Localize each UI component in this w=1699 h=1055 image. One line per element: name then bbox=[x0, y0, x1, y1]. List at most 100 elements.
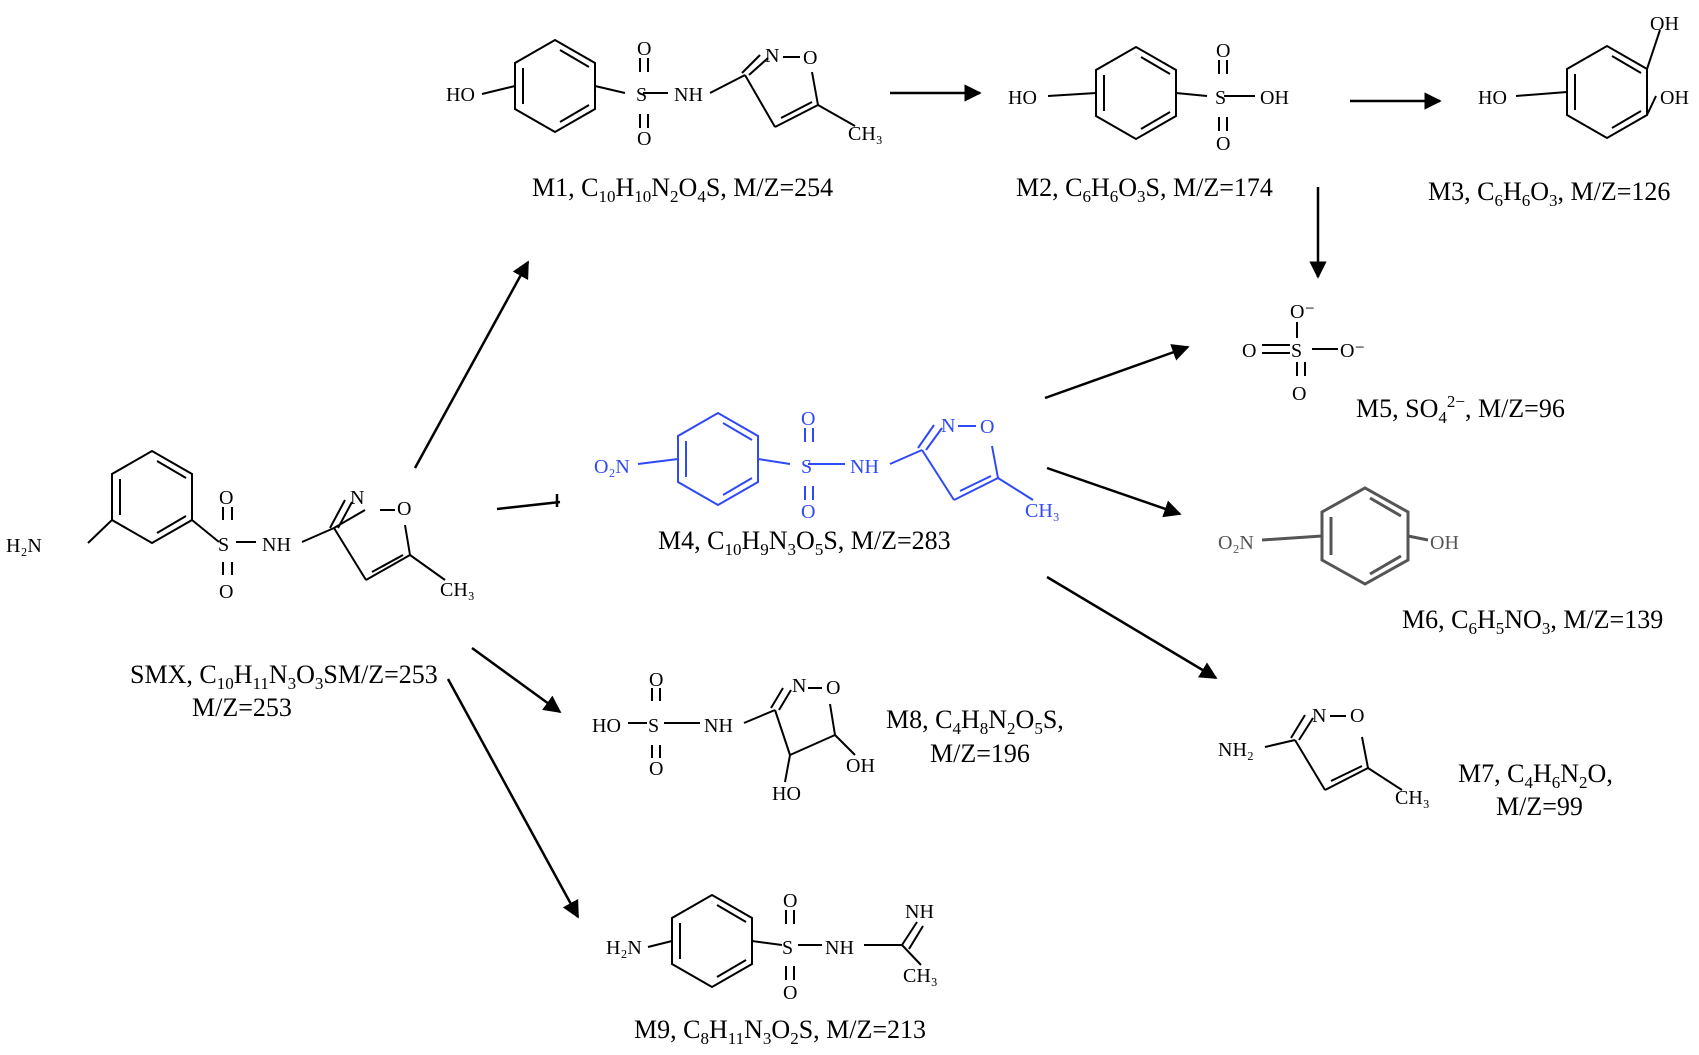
caption-m5-sub: 4 bbox=[1438, 408, 1447, 427]
formula-subscript: 3 bbox=[788, 540, 797, 559]
atom-o: O bbox=[1292, 383, 1306, 405]
structure-m6 bbox=[1261, 486, 1429, 586]
formula-subscript: 3 bbox=[288, 674, 297, 693]
formula-subscript: 10 bbox=[724, 540, 741, 559]
formula-element: S bbox=[1146, 173, 1160, 202]
formula-element: C bbox=[1477, 177, 1494, 206]
caption-smx-mz: M/Z=253 bbox=[338, 660, 438, 689]
atom-ho: HO bbox=[592, 715, 621, 737]
atom-oh: OH bbox=[1260, 87, 1289, 109]
caption-m8: M8, C4H8N2O5S, bbox=[886, 705, 1064, 738]
formula-element: H bbox=[615, 173, 634, 202]
formula-element: C bbox=[199, 660, 216, 689]
atom-o: O bbox=[219, 581, 233, 603]
caption-m5-sup: 2− bbox=[1447, 392, 1465, 411]
formula-element: N bbox=[988, 705, 1007, 734]
arrow-m4-to-m6 bbox=[1046, 466, 1182, 518]
formula-subscript: 3 bbox=[1542, 619, 1551, 638]
atom-s: S bbox=[1215, 87, 1226, 109]
caption-smx-name: SMX, bbox=[130, 660, 199, 689]
formula-element: H bbox=[1533, 759, 1552, 788]
atom-ho: HO bbox=[1008, 87, 1037, 109]
structure-m2 bbox=[1047, 45, 1255, 141]
formula-element: H bbox=[741, 526, 760, 555]
caption-m9-mz: , M/Z=213 bbox=[813, 1015, 926, 1044]
caption-m8-name: M8, bbox=[886, 705, 935, 734]
caption-m6: M6, C6H5NO3, M/Z=139 bbox=[1402, 605, 1663, 638]
formula-subscript: 5 bbox=[1496, 619, 1505, 638]
atoms-m1: HO S O O NH N O CH₃ bbox=[446, 38, 883, 150]
formula-element: N bbox=[651, 173, 670, 202]
formula-element: O bbox=[1523, 605, 1542, 634]
atoms-m5: O⁻ O S O⁻ O bbox=[1242, 301, 1365, 405]
atom-s: S bbox=[636, 84, 647, 106]
caption-m5: M5, SO42−, M/Z=96 bbox=[1356, 392, 1565, 427]
formula-element: C bbox=[1065, 173, 1082, 202]
atom-o: O bbox=[1242, 340, 1256, 362]
atom-o: O bbox=[783, 982, 797, 1004]
formula-element: C bbox=[581, 173, 598, 202]
atom-o: O bbox=[826, 677, 840, 699]
formula-subscript: 8 bbox=[700, 1029, 709, 1048]
arrow-smx-to-m1 bbox=[413, 260, 530, 469]
caption-m1-mz: , M/Z=254 bbox=[720, 173, 833, 202]
atom-o-minus: O⁻ bbox=[1340, 340, 1365, 362]
atom-nh: NH bbox=[262, 534, 291, 556]
formula-element: C bbox=[935, 705, 952, 734]
atom-o: O bbox=[1216, 40, 1230, 62]
formula-subscript: 6 bbox=[1110, 187, 1119, 206]
atom-s: S bbox=[782, 937, 793, 959]
formula-subscript: 3 bbox=[1137, 187, 1146, 206]
formula-element: N bbox=[1560, 759, 1579, 788]
caption-m5-mz: , M/Z=96 bbox=[1465, 394, 1565, 423]
arrow-m4-to-m5 bbox=[1044, 344, 1190, 400]
formula-subscript: 6 bbox=[1468, 619, 1477, 638]
atom-n: N bbox=[765, 45, 779, 67]
atom-s: S bbox=[1291, 340, 1302, 362]
caption-m6-mz: , M/Z=139 bbox=[1550, 605, 1663, 634]
atom-o: O bbox=[649, 669, 663, 691]
atom-nh: NH bbox=[850, 456, 879, 478]
formula-subscript: 4 bbox=[697, 187, 706, 206]
formula-element: O bbox=[796, 526, 815, 555]
caption-smx: SMX, C10H11N3O3SM/Z=253 bbox=[130, 660, 438, 693]
caption-m4-name: M4, bbox=[658, 526, 707, 555]
caption-m7: M7, C4H6N2O, bbox=[1458, 759, 1613, 792]
atom-ch3: CH₃ bbox=[848, 123, 883, 145]
formula-subscript: 6 bbox=[1522, 191, 1531, 210]
atoms-m6: O₂N OH bbox=[1218, 532, 1459, 554]
atom-o: O bbox=[980, 416, 994, 438]
structure-smx bbox=[87, 449, 446, 581]
atom-ch3: CH₃ bbox=[903, 965, 938, 987]
atom-n: N bbox=[792, 675, 806, 697]
atom-oh: OH bbox=[1650, 13, 1679, 35]
caption-m3: M3, C6H6O3, M/Z=126 bbox=[1428, 177, 1670, 210]
formula-subscript: 11 bbox=[728, 1029, 744, 1048]
formula-subscript: 4 bbox=[952, 719, 961, 738]
caption-m7-mz: M/Z=99 bbox=[1496, 792, 1583, 821]
formula-element: O bbox=[1016, 705, 1035, 734]
caption-m2: M2, C6H6O3S, M/Z=174 bbox=[1016, 173, 1273, 206]
formula-element: H bbox=[1091, 173, 1110, 202]
caption-m2-name: M2, bbox=[1016, 173, 1065, 202]
formula-element: H bbox=[1503, 177, 1522, 206]
atom-o: O bbox=[1350, 705, 1364, 727]
atom-ho: HO bbox=[772, 783, 801, 805]
pathway-arrows bbox=[413, 84, 1442, 919]
caption-m4: M4, C10H9N3O5S, M/Z=283 bbox=[658, 526, 951, 559]
atom-oh: OH bbox=[846, 755, 875, 777]
formula-element: S bbox=[799, 1015, 813, 1044]
atom-o: O bbox=[1216, 133, 1230, 155]
formula-element: H bbox=[1477, 605, 1496, 634]
caption-m7-trail: , bbox=[1606, 759, 1613, 788]
structure-m9 bbox=[647, 893, 924, 989]
atom-o: O bbox=[637, 38, 651, 60]
atom-o-minus: O⁻ bbox=[1290, 301, 1315, 323]
formula-subscript: 2 bbox=[790, 1029, 799, 1048]
atoms-m9: H₂N S O O NH NH CH₃ bbox=[606, 890, 938, 1004]
atom-o: O bbox=[803, 47, 817, 69]
formula-subscript: 5 bbox=[1034, 719, 1043, 738]
formula-subscript: 9 bbox=[760, 540, 769, 559]
formula-element: O bbox=[1530, 177, 1549, 206]
